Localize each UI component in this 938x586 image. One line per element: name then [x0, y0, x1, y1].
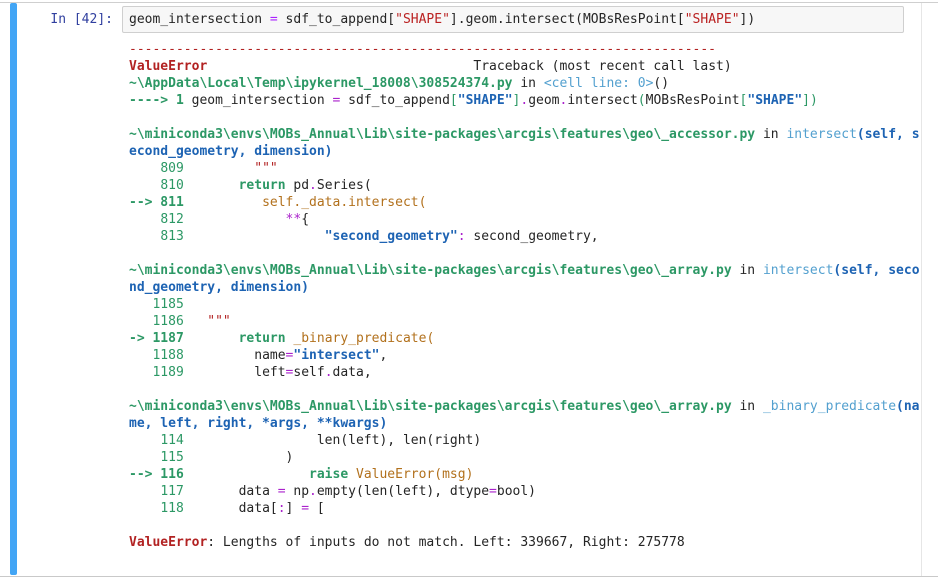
code-input[interactable]: geom_intersection = sdf_to_append["SHAPE…: [122, 6, 904, 33]
code-line: 1189 left=self.data,: [129, 365, 372, 380]
code-line: [129, 109, 925, 126]
code-line: 809 """: [129, 161, 278, 176]
cell-right-border: [921, 3, 922, 576]
code-line: ~\miniconda3\envs\MOBs_Annual\Lib\site-p…: [129, 263, 920, 295]
code-line: --> 811 self._data.intersect(: [129, 195, 427, 210]
cell-selection-bar[interactable]: [10, 3, 17, 575]
code-line: 812 **{: [129, 212, 310, 227]
code-line: 810 return pd.Series(: [129, 178, 372, 193]
code-line: ValueError Traceback (most recent call l…: [129, 59, 732, 74]
code-line: ~\miniconda3\envs\MOBs_Annual\Lib\site-p…: [129, 127, 920, 159]
code-line: ----> 1 geom_intersection = sdf_to_appen…: [129, 93, 818, 108]
code-line: [129, 517, 925, 534]
cell-input-area: In [42]: geom_intersection = sdf_to_appe…: [0, 6, 938, 33]
cell-top-border: [0, 2, 938, 3]
code-line: 1185: [129, 297, 192, 312]
code-line: 118 data[:] = [: [129, 501, 325, 516]
code-line: ValueError: Lengths of inputs do not mat…: [129, 535, 685, 550]
code-line: [129, 381, 925, 398]
code-line: 813 "second_geometry": second_geometry,: [129, 229, 599, 244]
code-line: 115 ): [129, 450, 294, 465]
input-prompt: In [42]:: [50, 12, 113, 27]
code-input-pre: geom_intersection = sdf_to_append["SHAPE…: [129, 10, 897, 29]
code-line: [129, 245, 925, 262]
code-line: ----------------------------------------…: [129, 42, 716, 57]
code-line: --> 116 raise ValueError(msg): [129, 467, 474, 482]
cell-bottom-border: [0, 576, 938, 577]
error-traceback-output: ----------------------------------------…: [129, 41, 925, 551]
code-line: -> 1187 return _binary_predicate(: [129, 331, 435, 346]
code-line: geom_intersection = sdf_to_append["SHAPE…: [129, 12, 756, 27]
code-line: ~\miniconda3\envs\MOBs_Annual\Lib\site-p…: [129, 399, 920, 431]
code-line: 114 len(left), len(right): [129, 433, 482, 448]
code-line: ~\AppData\Local\Temp\ipykernel_18008\308…: [129, 76, 670, 91]
code-line: 1188 name="intersect",: [129, 348, 388, 363]
code-line: 1186 """: [129, 314, 231, 329]
code-line: 117 data = np.empty(len(left), dtype=boo…: [129, 484, 537, 499]
